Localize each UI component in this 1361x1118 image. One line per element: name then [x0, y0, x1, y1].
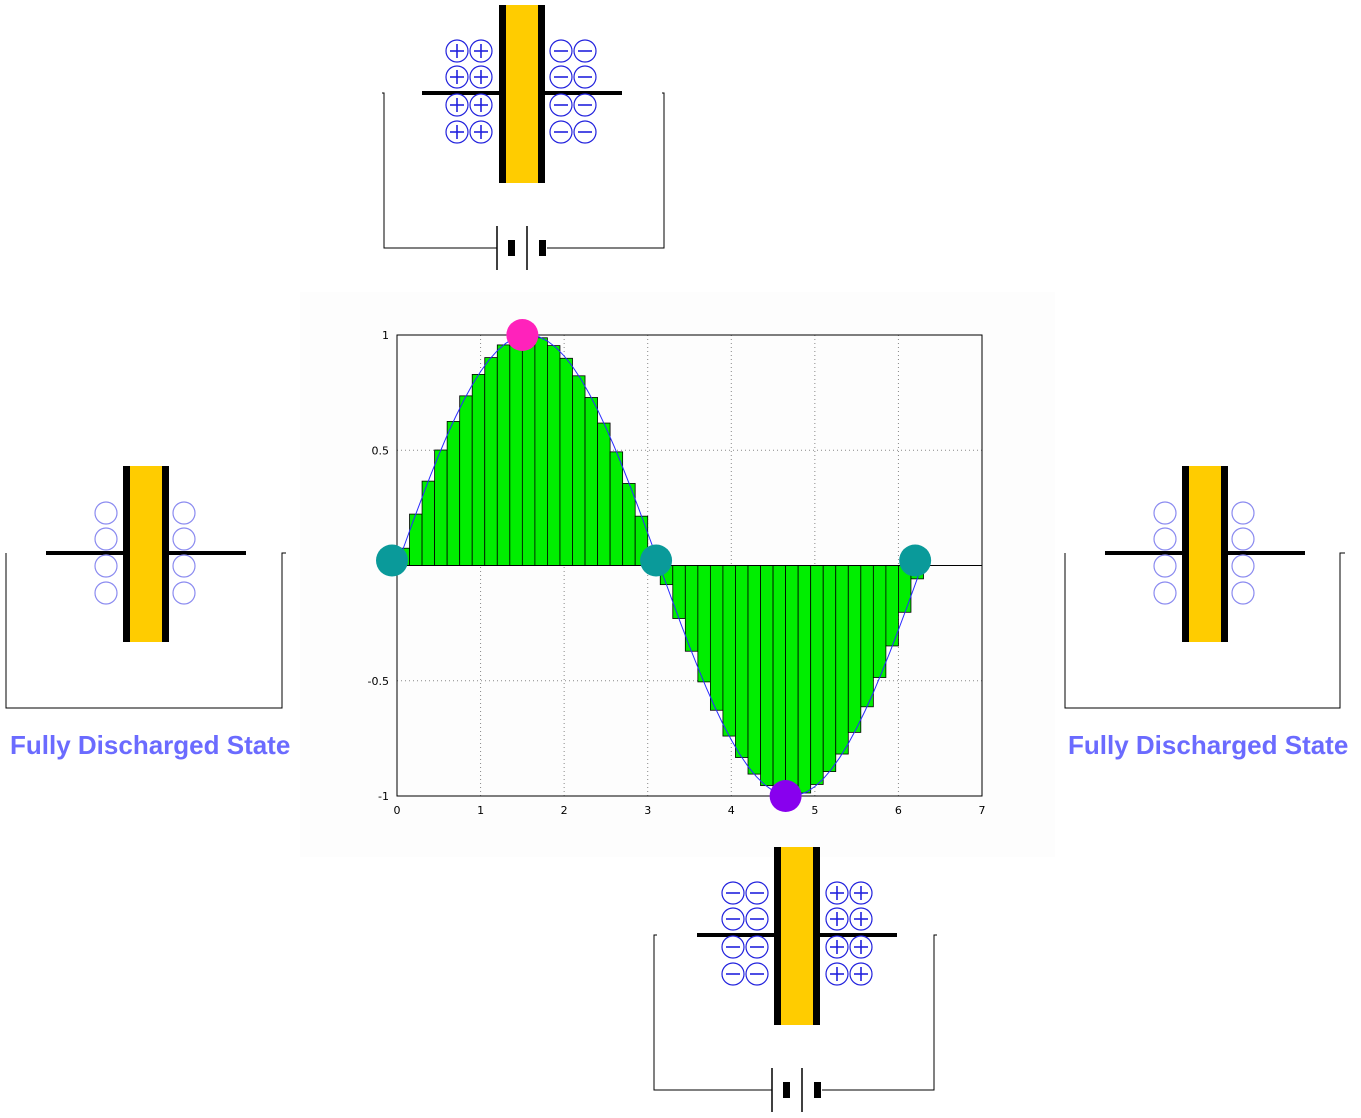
battery-gap: [497, 228, 547, 268]
empty-charge-site: [94, 554, 118, 578]
dielectric: [777, 847, 817, 1025]
empty-charge-site: [94, 581, 118, 605]
battery-gap: [772, 1070, 822, 1110]
bar: [872, 565, 887, 678]
peak-marker: [506, 319, 539, 351]
x-tick-label: 6: [895, 804, 902, 817]
battery-cell: [783, 1082, 790, 1098]
bar: [860, 565, 874, 708]
bar: [572, 375, 586, 566]
empty-charge-site: [172, 554, 196, 578]
capacitor-circuit-right: [1064, 466, 1345, 709]
empty-charge-site: [1231, 501, 1255, 525]
tick-labels: 0 1 2 3 4 5 6 7 1 0.5 -0.5 -1: [368, 329, 986, 817]
bar: [847, 565, 862, 733]
bar: [822, 565, 837, 772]
empty-charge-site: [1153, 527, 1177, 551]
bar: [521, 334, 536, 566]
empty-charge-site: [94, 501, 118, 525]
y-tick-label: -0.5: [368, 675, 389, 688]
capacitor-plate-right: [1221, 466, 1228, 642]
bar: [810, 565, 824, 785]
zero-marker: [376, 544, 408, 577]
empty-charge-site: [1153, 581, 1177, 605]
empty-charge-site: [1153, 554, 1177, 578]
dielectric: [1185, 466, 1225, 642]
bar: [697, 565, 711, 683]
zero-marker: [640, 544, 673, 577]
bar: [772, 565, 787, 795]
bar: [672, 565, 686, 619]
capacitor-plate-left: [774, 847, 781, 1025]
empty-charge-site: [1231, 554, 1255, 578]
capacitor-circuit-bottom: [653, 847, 937, 1112]
battery-cell: [814, 1082, 821, 1098]
bar: [434, 449, 448, 566]
capacitor-plate-right: [538, 5, 545, 183]
trough-marker: [769, 780, 802, 812]
bar: [459, 395, 473, 566]
bar: [797, 565, 812, 794]
bar: [709, 565, 724, 711]
zero-marker: [899, 544, 932, 577]
bar: [735, 565, 749, 758]
capacitor-plate-left: [1182, 466, 1189, 642]
capacitor-plate-left: [123, 466, 130, 642]
bar: [409, 513, 423, 566]
y-tick-label: -1: [378, 790, 389, 803]
right-state-label: Fully Discharged State: [1068, 730, 1349, 760]
sine-bar-chart: 0 1 2 3 4 5 6 7 1 0.5 -0.5 -1: [368, 319, 986, 817]
x-tick-label: 7: [979, 804, 986, 817]
x-tick-label: 3: [644, 804, 651, 817]
bar: [584, 397, 598, 566]
y-tick-label: 0.5: [372, 444, 390, 457]
bar: [722, 565, 736, 737]
capacitor-plate-left: [499, 5, 506, 183]
bar: [509, 336, 523, 566]
x-tick-label: 5: [811, 804, 818, 817]
bar: [446, 421, 461, 566]
x-tick-label: 4: [728, 804, 735, 817]
bar: [785, 565, 799, 797]
capacitor-circuit-left: [5, 466, 286, 709]
dielectric: [126, 466, 166, 642]
empty-charge-site: [172, 501, 196, 525]
battery-cell: [508, 240, 515, 256]
empty-charge-site: [94, 527, 118, 551]
battery-cell: [539, 240, 546, 256]
bar: [471, 374, 486, 566]
bar: [496, 344, 511, 566]
bar: [597, 422, 611, 566]
bar: [547, 345, 561, 566]
bar: [484, 357, 498, 566]
x-tick-label: 2: [561, 804, 568, 817]
empty-charge-site: [172, 527, 196, 551]
capacitor-plate-right: [813, 847, 820, 1025]
circuit-wire: [1064, 552, 1345, 709]
chart-bars: [396, 334, 924, 797]
x-tick-label: 0: [394, 804, 401, 817]
empty-charge-site: [1153, 501, 1177, 525]
x-tick-label: 1: [477, 804, 484, 817]
bar: [747, 565, 761, 775]
bar: [835, 565, 849, 755]
bar: [684, 565, 699, 652]
bar: [534, 337, 548, 566]
bar: [609, 451, 624, 566]
empty-charge-site: [172, 581, 196, 605]
empty-charge-site: [1231, 527, 1255, 551]
left-state-label: Fully Discharged State: [10, 730, 291, 760]
circuit-wire: [5, 552, 286, 709]
bar: [760, 565, 774, 787]
state-markers: [376, 319, 932, 812]
bar: [559, 357, 573, 566]
y-tick-label: 1: [382, 329, 389, 342]
dielectric: [502, 5, 542, 183]
capacitor-circuit-top: [382, 5, 665, 270]
capacitor-plate-right: [162, 466, 169, 642]
empty-charge-site: [1231, 581, 1255, 605]
